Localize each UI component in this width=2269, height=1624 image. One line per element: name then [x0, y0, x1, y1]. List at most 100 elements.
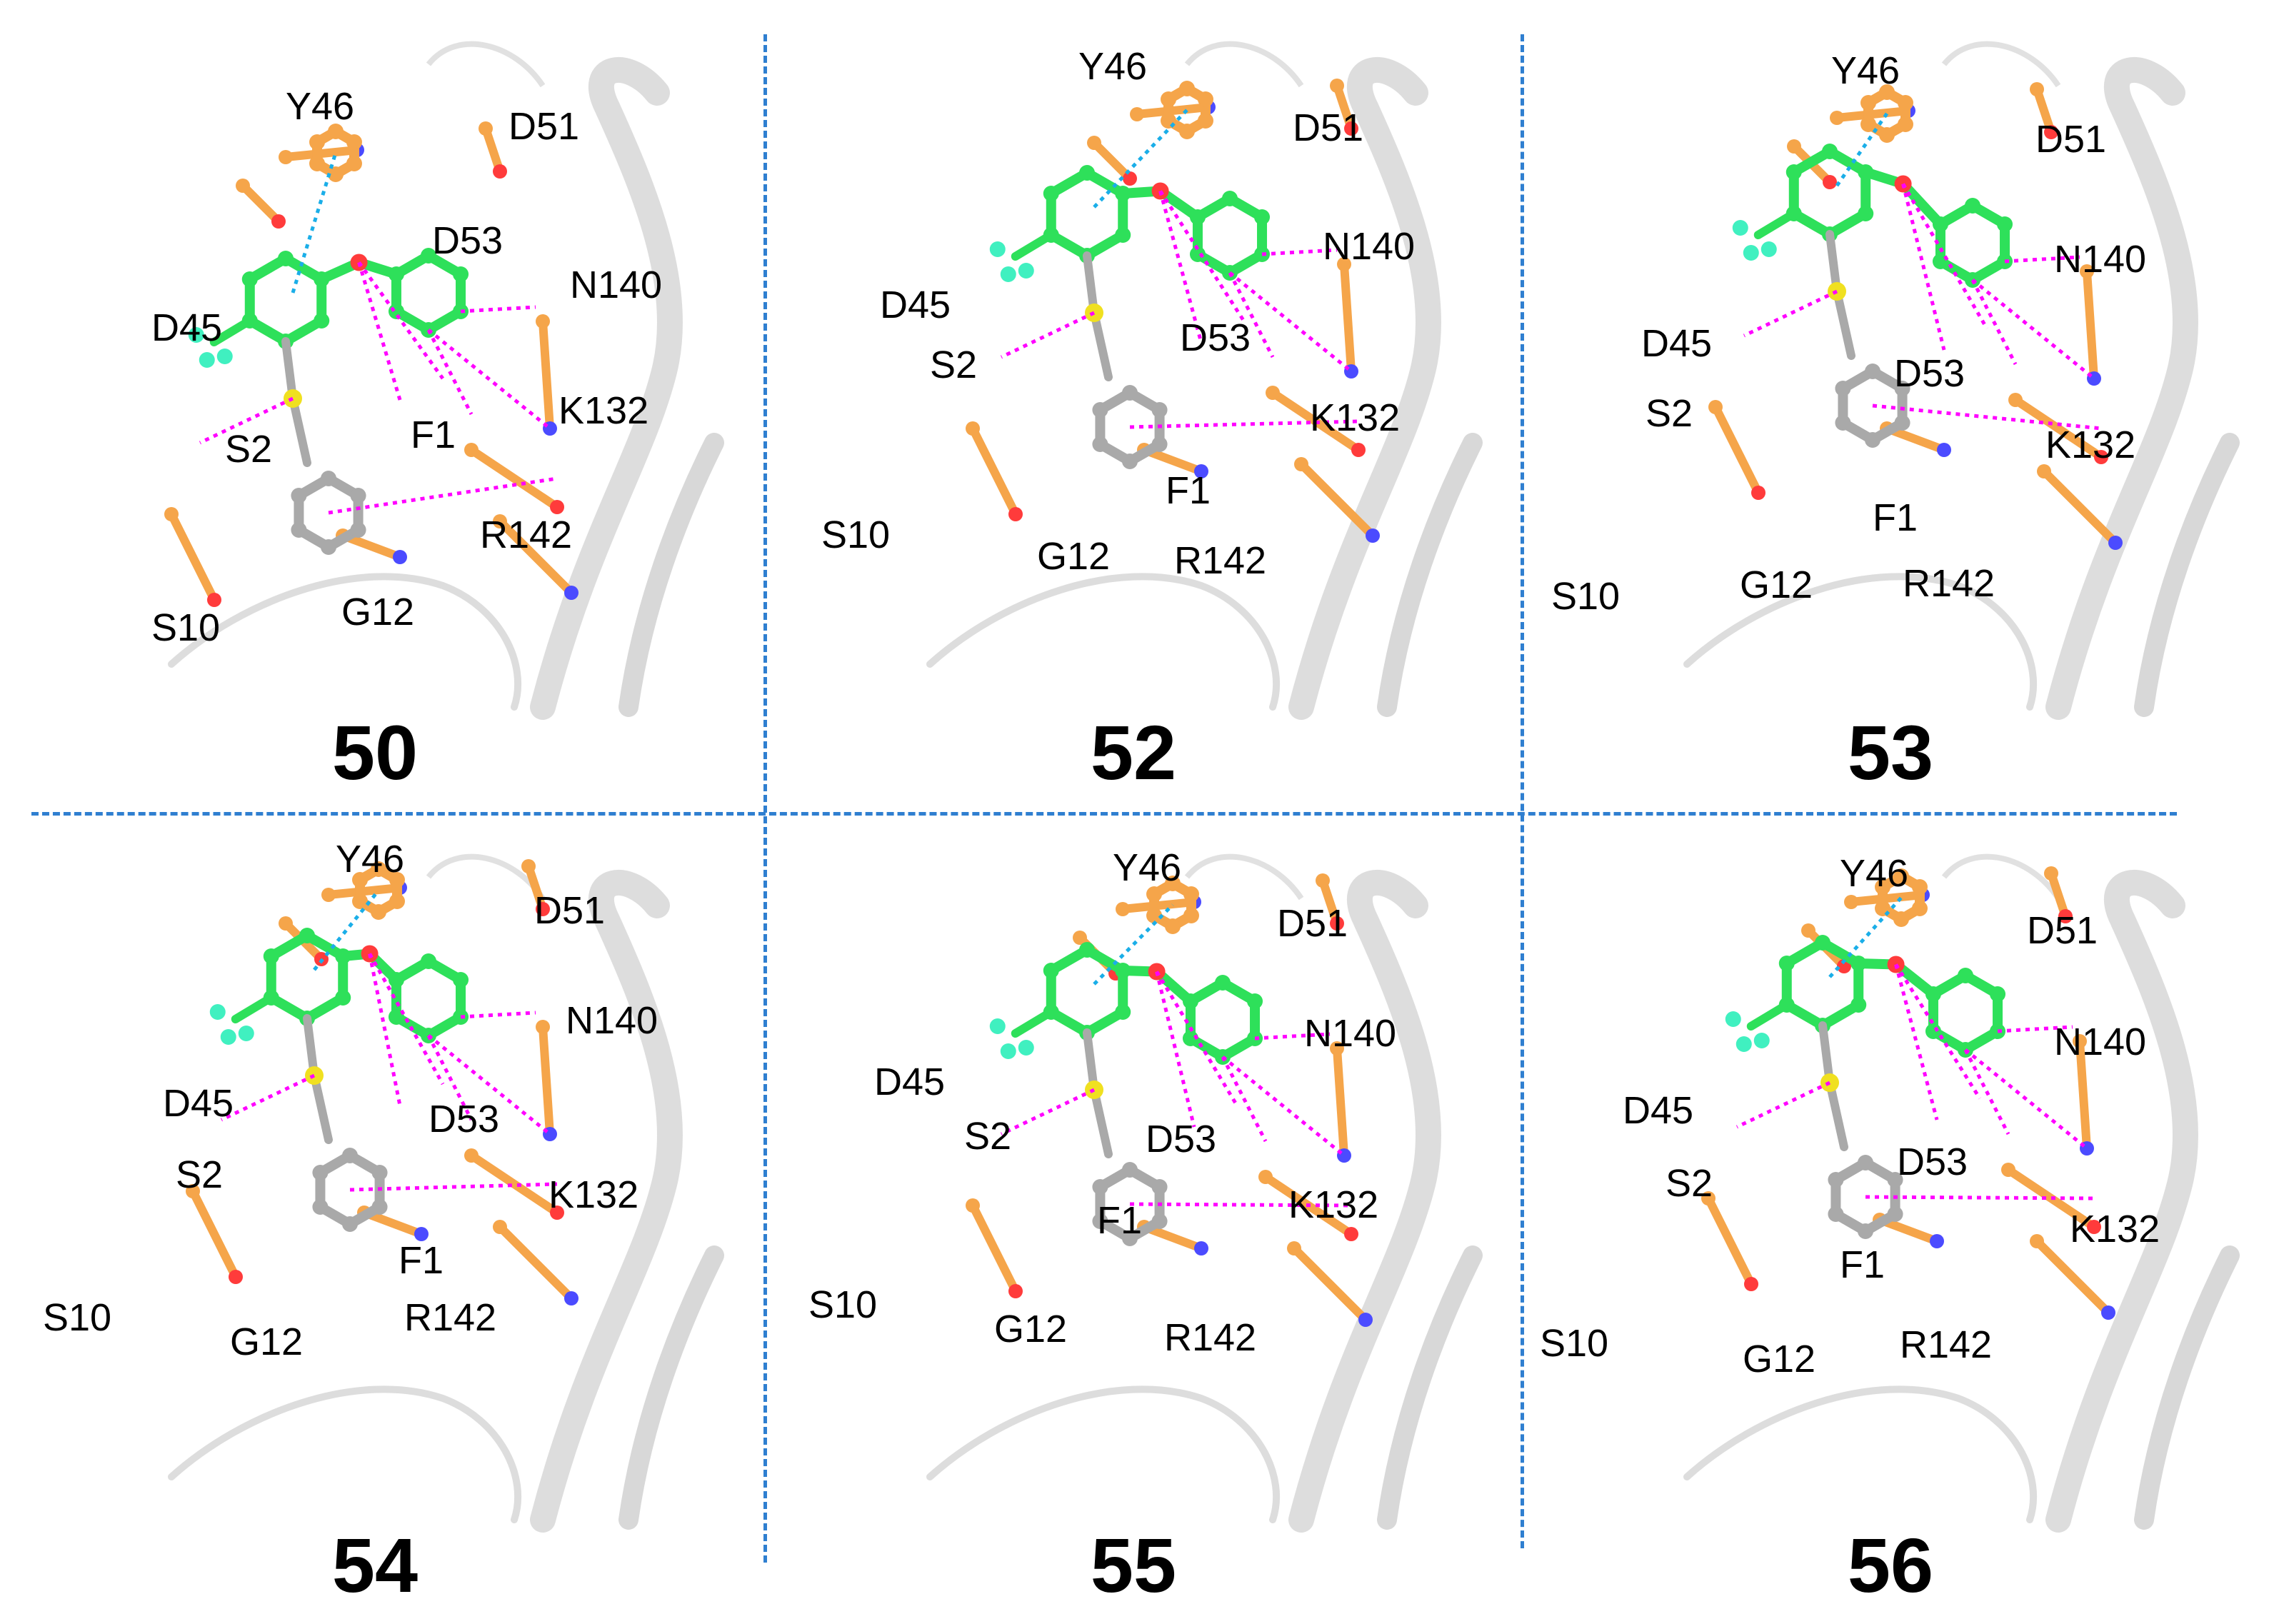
- ligand-variable-ring-atom: [1894, 381, 1910, 396]
- ligand-variable-ring-atom: [1828, 1172, 1844, 1188]
- ligand-variable-ring-atom: [321, 471, 336, 486]
- residue-stick: [539, 1023, 554, 1138]
- protein-strand: [1377, 1245, 1483, 1530]
- residue-heteroatom: [1351, 443, 1366, 457]
- residue-atom: [464, 443, 479, 457]
- ligand-variable-ring-atom: [350, 488, 366, 503]
- ligand-variable-ring-atom: [1122, 453, 1138, 469]
- label-d51: D51: [534, 889, 606, 932]
- label-d53: D53: [1894, 352, 1965, 395]
- fluorine-atom: [989, 1018, 1006, 1034]
- residue-stick: [1090, 139, 1134, 183]
- residue-heteroatom: [1123, 171, 1137, 186]
- ligand-variable-bond: [310, 1071, 333, 1144]
- y46-ring-atom: [1179, 81, 1195, 96]
- y46-ring-atom: [346, 134, 362, 150]
- residue-atom: [1337, 257, 1351, 271]
- fluorine-atom: [1018, 1040, 1034, 1056]
- fluorine-atom: [188, 327, 204, 343]
- compound-number: 52: [1090, 709, 1177, 796]
- label-k132: K132: [559, 389, 649, 432]
- label-n140: N140: [566, 999, 658, 1042]
- label-d45: D45: [151, 306, 223, 349]
- label-s2: S2: [1646, 392, 1693, 435]
- residue-atom: [2044, 866, 2058, 881]
- hydrogen-bond: [460, 1011, 536, 1019]
- label-r142: R142: [1164, 1316, 1257, 1359]
- residue-heteroatom: [1358, 1313, 1373, 1327]
- hydrogen-bond: [328, 476, 558, 515]
- residue-stick: [481, 124, 504, 176]
- divider-vertical-left: [763, 34, 767, 1563]
- residue-heteroatom: [2087, 1220, 2101, 1234]
- label-r142: R142: [1903, 562, 1995, 605]
- ligand-aryl-ring-atom: [1079, 165, 1095, 181]
- residue-stick: [1875, 1216, 1941, 1245]
- ligand-variable-ring-atom: [1092, 402, 1108, 418]
- ligand-variable-ring-atom: [312, 1165, 329, 1181]
- y46-ring-atom: [1897, 116, 1913, 132]
- y46-ring-atom: [1165, 876, 1181, 891]
- panel-compound-55: Y46 D51 D53 N140 D45 K132 S2 F1 R142 S10…: [758, 813, 1508, 1613]
- label-s2: S2: [176, 1153, 224, 1196]
- residue-stick: [167, 510, 219, 604]
- ligand-variable-ring-atom: [1835, 415, 1851, 431]
- ligand-variable-ring-atom: [291, 488, 307, 503]
- residue-heteroatom: [393, 550, 407, 564]
- hydrogen-bond: [2004, 255, 2080, 264]
- protein-ribbon: [530, 57, 683, 720]
- label-y46: Y46: [336, 838, 405, 881]
- residue-heteroatom: [1751, 486, 1765, 500]
- label-d51: D51: [1277, 902, 1348, 945]
- hydrogen-bond: [1228, 271, 1353, 373]
- compound-number: 54: [331, 1522, 419, 1608]
- label-s2: S2: [1666, 1162, 1713, 1205]
- residue-atom: [2030, 1234, 2044, 1248]
- label-n140: N140: [1323, 225, 1416, 268]
- label-k132: K132: [2070, 1208, 2160, 1250]
- ligand-variable-bond: [1083, 251, 1098, 317]
- ligand-variable-ring-atom: [342, 1216, 358, 1232]
- residue-atom: [2080, 264, 2094, 279]
- structure-view-50: [164, 41, 724, 720]
- residue-heteroatom: [564, 1291, 578, 1305]
- residue-atom: [966, 1198, 980, 1213]
- hydrogen-bond: [1901, 183, 1946, 351]
- label-y46: Y46: [1831, 49, 1900, 92]
- ligand-heteroring-atom: [1997, 216, 2013, 232]
- residue-atom: [479, 121, 493, 136]
- residue-heteroatom: [1008, 1284, 1023, 1298]
- residue-atom: [521, 859, 536, 873]
- ligand-heteroring: [391, 251, 466, 335]
- ligand-variable-ring-atom: [1151, 1179, 1168, 1195]
- residue-heteroatom: [1937, 443, 1951, 457]
- ligand-variable-ring-atom: [1835, 381, 1851, 396]
- hydrogen-bond: [1000, 311, 1096, 359]
- ligand-bond: [1011, 1008, 1056, 1038]
- fluorine-atom: [199, 352, 215, 368]
- residue-stick: [1340, 260, 1356, 376]
- hydrogen-bond: [1963, 1048, 2010, 1136]
- residue-atom: [2008, 393, 2023, 407]
- ligand-aryl-ring: [1046, 945, 1128, 1038]
- ligand-variable-bond: [1083, 1028, 1098, 1094]
- ligand-variable-bond: [1825, 1078, 1848, 1151]
- residue-stick: [1711, 403, 1763, 497]
- fluorine-atom: [1725, 1011, 1741, 1027]
- label-s2: S2: [930, 344, 978, 386]
- y46-ring-atom: [389, 872, 405, 888]
- label-f1: F1: [411, 413, 456, 456]
- protein-strand: [618, 433, 724, 717]
- residue-heteroatom: [550, 1206, 564, 1220]
- protein-ribbon: [1288, 57, 1441, 720]
- residue-atom: [1287, 1241, 1301, 1255]
- divider-vertical-right: [1521, 34, 1524, 1548]
- residue-heteroatom: [1344, 121, 1358, 136]
- structure-view-55: [926, 853, 1483, 1533]
- structure-view-54: [168, 853, 724, 1533]
- residue-stick: [467, 446, 561, 511]
- hydrogen-bond: [1221, 1056, 1346, 1157]
- y46-ring-atom: [1879, 127, 1895, 143]
- ligand-bond: [1011, 231, 1056, 261]
- ligand-variable-ring-atom: [1828, 1206, 1844, 1222]
